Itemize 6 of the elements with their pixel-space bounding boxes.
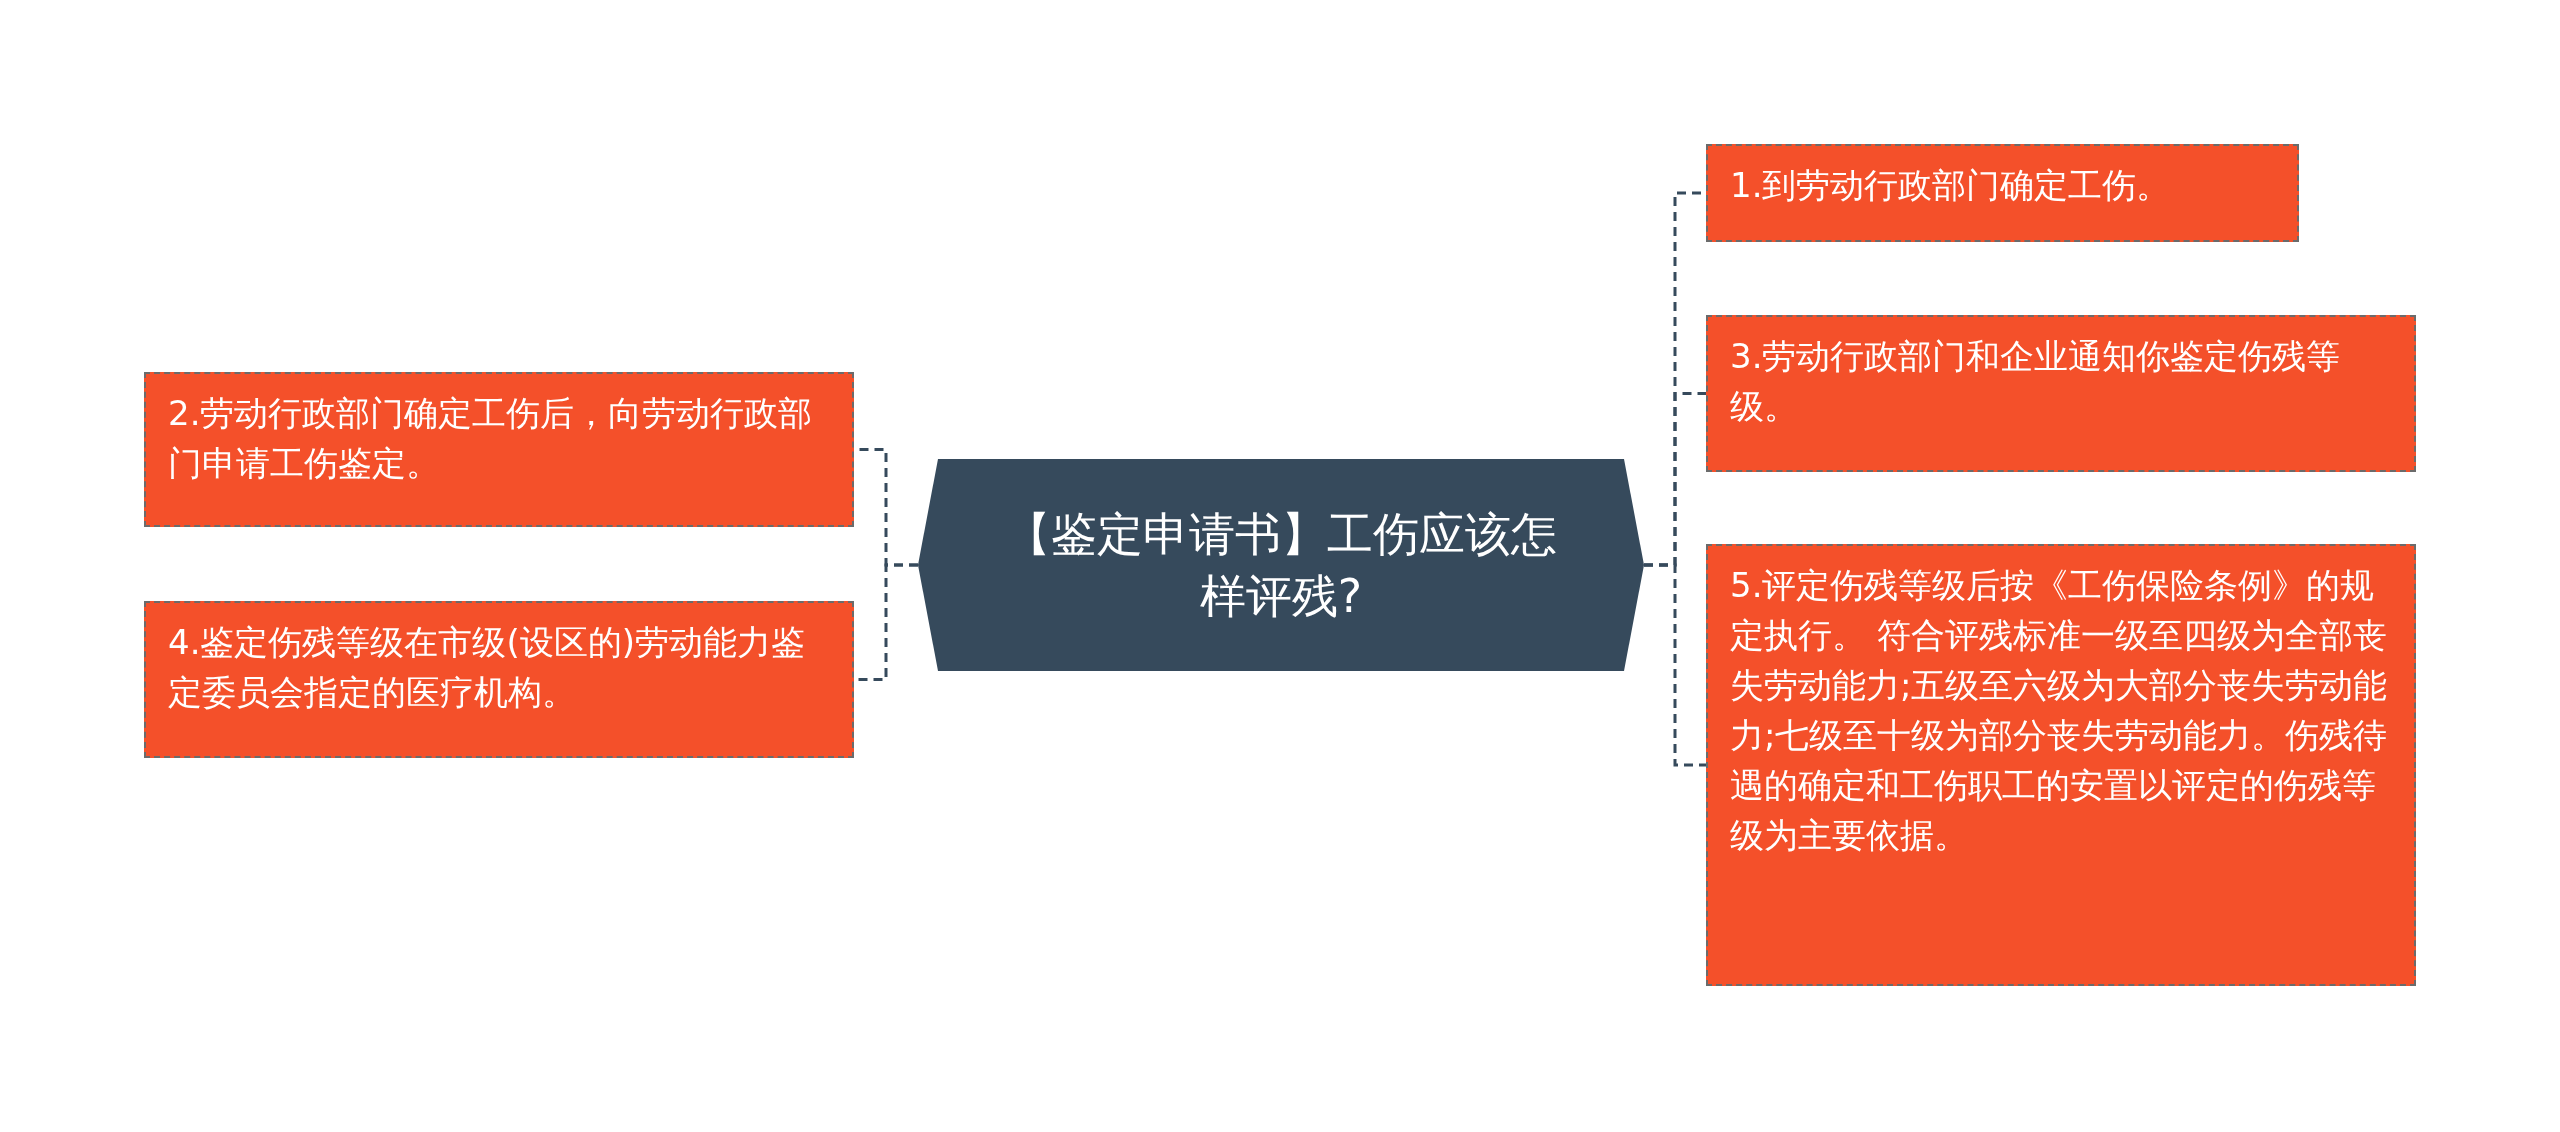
connector-line	[1644, 563, 1706, 767]
topic-box: 3.劳动行政部门和企业通知你鉴定伤残等级。	[1706, 315, 2416, 472]
topic-box: 1.到劳动行政部门确定工伤。	[1706, 144, 2299, 242]
topic-box: 5.评定伤残等级后按《工伤保险条例》的规定执行。 符合评残标准一级至四级为全部丧失劳动能力;五级至六级为大部分丧失劳动能力;七级至十级为部分丧失劳动能力。伤残待遇的确定和工伤职工的安置以评定的伤残等级为主要依据。	[1706, 544, 2416, 986]
topic-box: 2.劳动行政部门确定工伤后，向劳动行政部门申请工伤鉴定。	[144, 372, 854, 527]
topic-box: 4.鉴定伤残等级在市级(设区的)劳动能力鉴定委员会指定的医疗机构。	[144, 601, 854, 758]
